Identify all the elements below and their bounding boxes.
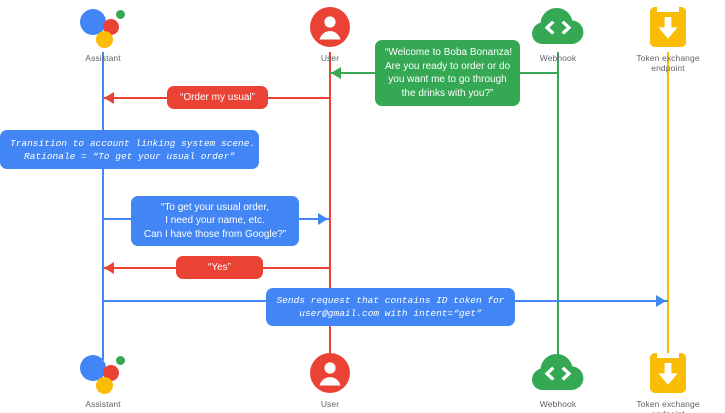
arrowhead-yes xyxy=(104,262,114,274)
message-welcome: “Welcome to Boba Bonanza! Are you ready … xyxy=(375,40,520,106)
actor-assistant-top: Assistant xyxy=(48,4,158,63)
actor-webhook-bottom: Webhook xyxy=(503,350,613,409)
arrowhead-sends-request xyxy=(656,295,666,307)
assistant-dot-green xyxy=(116,10,125,19)
message-line: “To get your usual order, xyxy=(161,201,269,213)
message-line: Transition to account linking system sce… xyxy=(10,137,256,149)
message-line: I need your name, etc. xyxy=(165,215,265,227)
message-line: Can I have those from Google?” xyxy=(143,228,287,240)
actor-label-assistant-top: Assistant xyxy=(85,53,121,63)
actor-label-token-endpoint-bottom: Token exchange endpoint xyxy=(613,399,723,413)
google-assistant-logo-icon xyxy=(48,4,158,50)
message-line: user@gmail.com with intent=“get” xyxy=(299,308,482,319)
arrowhead-welcome xyxy=(331,67,341,79)
arrowhead-order-my-usual xyxy=(104,92,114,104)
google-assistant-logo-icon xyxy=(48,350,158,396)
message-line: Sends request that contains ID token for xyxy=(276,295,505,306)
message-line: “Yes” xyxy=(208,261,231,273)
message-line: “Order my usual” xyxy=(179,91,255,103)
message-line: the drinks with you?” xyxy=(401,87,494,99)
lifeline-token-endpoint xyxy=(667,52,669,360)
actor-label-webhook-top: Webhook xyxy=(539,53,577,63)
message-line: you want me to go through xyxy=(388,74,507,85)
message-transition-scene: Transition to account linking system sce… xyxy=(0,130,259,169)
actor-user-top: User xyxy=(275,4,385,63)
assistant-dot-green xyxy=(116,356,125,365)
token-label-line2: endpoint xyxy=(651,63,685,73)
cloud-code-icon xyxy=(503,350,613,396)
message-need-your-name: “To get your usual order, I need your na… xyxy=(131,196,299,246)
message-yes: “Yes” xyxy=(176,256,263,279)
token-label-line1: Token exchange xyxy=(636,53,700,63)
actor-label-assistant-bottom: Assistant xyxy=(85,399,121,409)
assistant-dot-yellow xyxy=(96,31,113,48)
token-label-line1: Token exchange xyxy=(636,399,700,409)
cloud-code-icon xyxy=(503,4,613,50)
actor-label-user-bottom: User xyxy=(320,399,340,409)
actor-label-token-endpoint-top: Token exchange endpoint xyxy=(613,53,723,73)
assistant-dot-blue xyxy=(80,355,106,381)
inbox-download-icon xyxy=(613,350,723,396)
lifeline-user xyxy=(329,52,331,360)
actor-token-endpoint-bottom: Token exchange endpoint xyxy=(613,350,723,413)
message-line: Rationale = “To get your usual order” xyxy=(24,150,235,162)
assistant-dot-blue xyxy=(80,9,106,35)
actor-label-webhook-bottom: Webhook xyxy=(539,399,577,409)
arrowhead-need-your-name xyxy=(318,213,328,225)
message-sends-request: Sends request that contains ID token for… xyxy=(266,288,515,326)
actor-webhook-top: Webhook xyxy=(503,4,613,63)
actor-assistant-bottom: Assistant xyxy=(48,350,158,409)
message-line: Are you ready to order or do xyxy=(385,60,511,72)
lifeline-assistant xyxy=(102,52,104,360)
actor-label-user-top: User xyxy=(320,53,340,63)
lifeline-webhook xyxy=(557,52,559,360)
assistant-dot-yellow xyxy=(96,377,113,394)
actor-token-endpoint-top: Token exchange endpoint xyxy=(613,4,723,73)
message-order-my-usual: “Order my usual” xyxy=(167,86,268,109)
actor-user-bottom: User xyxy=(275,350,385,409)
inbox-download-icon xyxy=(613,4,723,50)
token-label-line2: endpoint xyxy=(651,409,684,413)
person-circle-icon xyxy=(275,4,385,50)
message-line: “Welcome to Boba Bonanza! xyxy=(385,47,513,58)
person-circle-icon xyxy=(275,350,385,396)
